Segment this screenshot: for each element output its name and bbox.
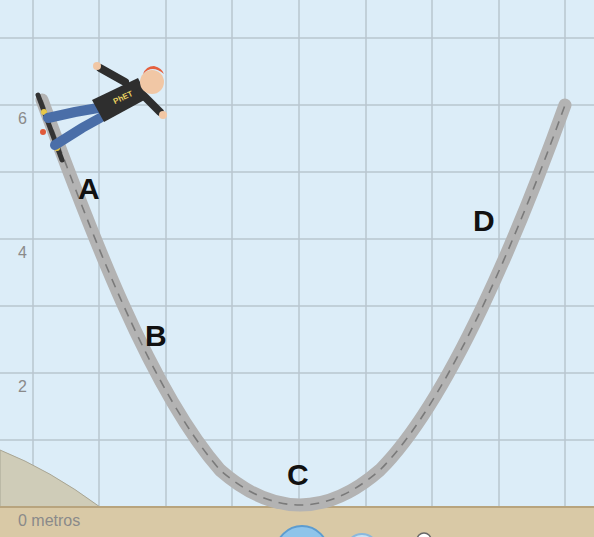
- axis-unit-label: 0 metros: [18, 513, 80, 529]
- axis-tick-label: 2: [18, 379, 27, 395]
- track-centerline: [42, 100, 565, 505]
- axis-tick-label: 4: [18, 245, 27, 261]
- play-button: [276, 526, 328, 537]
- point-label: B: [145, 321, 167, 351]
- point-label: C: [287, 460, 309, 490]
- track: [42, 100, 565, 505]
- left-hill: [0, 450, 100, 507]
- point-label: D: [473, 206, 495, 236]
- radio-button: [417, 533, 431, 537]
- point-label: A: [78, 174, 100, 204]
- step-button: [346, 534, 378, 537]
- axis-tick-label: 6: [18, 111, 27, 127]
- skater: [38, 62, 167, 160]
- grid: [0, 0, 594, 507]
